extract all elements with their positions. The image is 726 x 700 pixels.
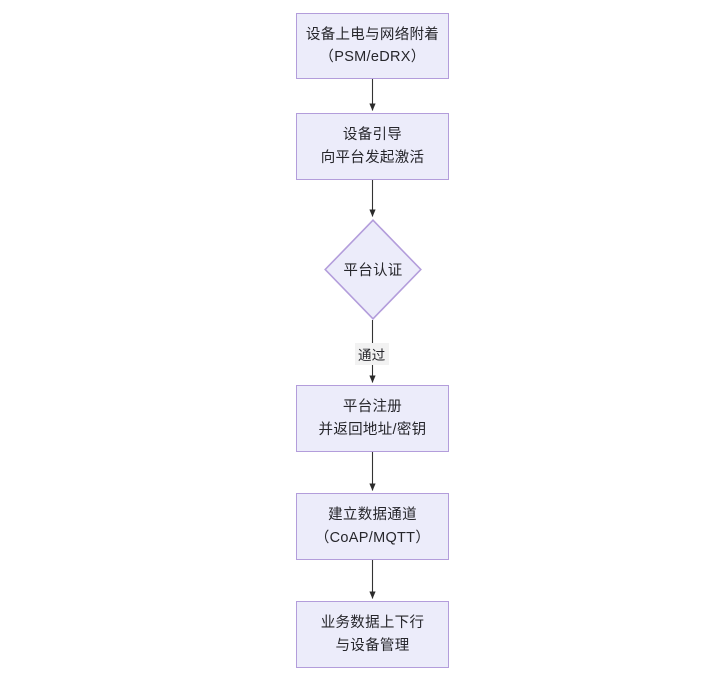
flow-node-data-channel[interactable]: 建立数据通道 （CoAP/MQTT） — [296, 493, 449, 560]
flow-node-label: 建立数据通道 （CoAP/MQTT） — [314, 507, 431, 546]
flow-node-power-on[interactable]: 设备上电与网络附着 （PSM/eDRX） — [296, 13, 449, 79]
flow-node-platform-auth[interactable]: 平台认证 — [324, 219, 422, 320]
flow-node-bootstrap[interactable]: 设备引导 向平台发起激活 — [296, 113, 449, 180]
flow-node-label: 平台注册 并返回地址/密钥 — [318, 399, 427, 438]
flow-node-label: 业务数据上下行 与设备管理 — [320, 615, 425, 654]
edge-label-pass: 通过 — [355, 343, 389, 365]
diamond-shape-icon — [324, 219, 422, 320]
flow-node-label: 平台认证 — [343, 263, 403, 279]
flow-node-label: 设备引导 向平台发起激活 — [320, 127, 425, 166]
flow-node-business-data[interactable]: 业务数据上下行 与设备管理 — [296, 601, 449, 668]
flow-node-platform-register[interactable]: 平台注册 并返回地址/密钥 — [296, 385, 449, 452]
edge-label-text: 通过 — [358, 348, 386, 363]
flow-node-label: 设备上电与网络附着 （PSM/eDRX） — [305, 26, 440, 65]
